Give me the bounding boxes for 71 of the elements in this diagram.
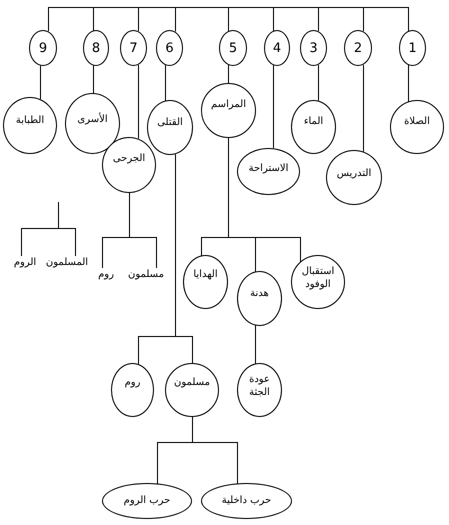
topic-label: عودة الجثة bbox=[248, 373, 271, 399]
topic-circle bbox=[237, 148, 300, 195]
connector-line bbox=[93, 65, 94, 94]
topic-label: المراسم bbox=[211, 98, 246, 111]
connector-line bbox=[165, 64, 166, 102]
topic-label: القتلى bbox=[157, 116, 183, 129]
topic-circle bbox=[326, 150, 382, 205]
topic-label: مسلمون bbox=[174, 376, 210, 389]
topic-circle bbox=[165, 363, 219, 417]
topic-label: الهدايا bbox=[193, 268, 218, 281]
connector-line bbox=[408, 6, 409, 32]
connector-line bbox=[40, 65, 41, 100]
topic-label: الماء bbox=[304, 115, 324, 128]
connector-line bbox=[138, 6, 139, 32]
step-number: 8 bbox=[92, 42, 100, 54]
topic-label: هدنة bbox=[250, 287, 269, 300]
number-oval bbox=[83, 30, 109, 66]
connector-line bbox=[318, 6, 319, 32]
step-number: 5 bbox=[228, 42, 238, 54]
connector-line bbox=[228, 64, 229, 84]
step-number: 6 bbox=[165, 42, 174, 54]
topic-label: الاستراحة bbox=[248, 162, 288, 175]
connector-line bbox=[273, 64, 274, 149]
topic-circle bbox=[147, 100, 193, 155]
connector-line bbox=[21, 202, 59, 256]
topic-label: الصلاة bbox=[404, 115, 430, 128]
topic-label: الأسرى bbox=[77, 113, 108, 126]
number-oval bbox=[300, 30, 327, 66]
step-number: 7 bbox=[129, 42, 138, 54]
step-number: 1 bbox=[408, 42, 417, 54]
connector-line bbox=[408, 64, 409, 102]
connector-line bbox=[255, 324, 256, 364]
topic-label: استقبال الوفود bbox=[300, 265, 336, 291]
branch-label: المسلمون bbox=[44, 256, 90, 270]
branch-label: روم bbox=[94, 268, 118, 282]
connector-line bbox=[318, 64, 319, 102]
branch-label: مسلمون bbox=[127, 268, 165, 282]
connector-line bbox=[228, 6, 229, 32]
topic-circle bbox=[291, 100, 336, 154]
number-oval bbox=[120, 30, 147, 66]
number-oval bbox=[344, 30, 372, 66]
topic-label: الجرحى bbox=[112, 152, 146, 165]
connector-line bbox=[138, 64, 139, 140]
topic-label: التدريس bbox=[336, 167, 372, 180]
connector-line bbox=[363, 6, 364, 32]
number-oval bbox=[219, 30, 247, 66]
connector-line bbox=[201, 138, 229, 256]
branch-label: الروم bbox=[10, 256, 40, 270]
number-oval bbox=[264, 30, 290, 66]
connector-line bbox=[363, 64, 364, 152]
step-number: 4 bbox=[272, 42, 282, 54]
connector-line bbox=[138, 154, 176, 364]
topic-label: حرب داخلية bbox=[222, 494, 272, 507]
topic-label: الطبابة bbox=[16, 114, 44, 127]
topic-label: روم bbox=[124, 376, 140, 389]
topic-circle bbox=[102, 137, 156, 193]
topic-circle bbox=[291, 255, 345, 309]
connector-line bbox=[48, 6, 49, 32]
step-number: 2 bbox=[354, 42, 362, 54]
step-number: 3 bbox=[309, 42, 318, 54]
connector-line bbox=[157, 416, 193, 484]
step-number: 9 bbox=[38, 42, 48, 54]
topic-circle bbox=[390, 100, 444, 154]
tree-bracket-line bbox=[48, 7, 410, 8]
connector-line bbox=[175, 6, 176, 32]
connector-line bbox=[93, 6, 94, 31]
number-oval bbox=[29, 30, 57, 66]
number-oval bbox=[156, 30, 183, 66]
number-oval bbox=[399, 30, 426, 66]
connector-line bbox=[273, 6, 274, 32]
topic-label: حرب الروم bbox=[124, 494, 170, 507]
